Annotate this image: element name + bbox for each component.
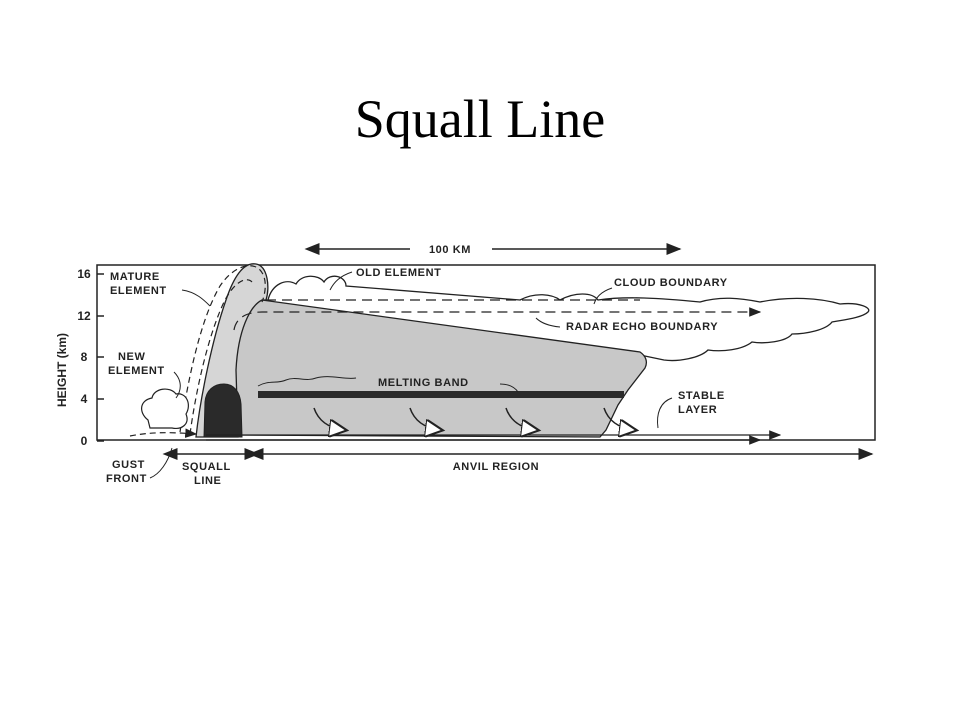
leader-mature-element xyxy=(182,290,210,306)
convective-core xyxy=(204,384,242,437)
y-axis-label: HEIGHT (km) xyxy=(55,333,69,407)
y-tick-0: 0 xyxy=(81,434,88,448)
label-gust-front-1: GUST xyxy=(112,459,145,471)
leader-radar-echo xyxy=(536,318,560,327)
melting-band xyxy=(258,391,624,398)
y-tick-16: 16 xyxy=(77,267,91,281)
label-stable-layer-1: STABLE xyxy=(678,390,725,402)
label-mature-element-1: MATURE xyxy=(110,271,160,283)
leader-old-element xyxy=(330,272,352,290)
label-anvil-region: ANVIL REGION xyxy=(453,461,539,473)
label-stable-layer-2: LAYER xyxy=(678,404,717,416)
gust-front-inflow xyxy=(130,433,196,436)
label-radar-echo-boundary: RADAR ECHO BOUNDARY xyxy=(566,321,718,333)
scale-label: 100 KM xyxy=(429,244,471,256)
y-axis-ticks xyxy=(97,274,104,441)
y-tick-4: 4 xyxy=(81,392,88,406)
label-old-element: OLD ELEMENT xyxy=(356,267,441,279)
y-tick-8: 8 xyxy=(81,350,88,364)
leader-stable-layer xyxy=(658,398,672,428)
new-element-cloud xyxy=(142,389,189,428)
label-squall-line-2: LINE xyxy=(194,475,221,487)
label-cloud-boundary: CLOUD BOUNDARY xyxy=(614,277,728,289)
label-new-element-2: ELEMENT xyxy=(108,365,165,377)
label-gust-front-2: FRONT xyxy=(106,473,147,485)
leader-cloud-boundary xyxy=(594,288,612,304)
leader-gust-front xyxy=(150,448,172,478)
label-melting-band: MELTING BAND xyxy=(378,377,469,389)
label-squall-line-1: SQUALL xyxy=(182,461,231,473)
label-new-element-1: NEW xyxy=(118,351,145,363)
label-mature-element-2: ELEMENT xyxy=(110,285,167,297)
y-tick-12: 12 xyxy=(77,309,91,323)
